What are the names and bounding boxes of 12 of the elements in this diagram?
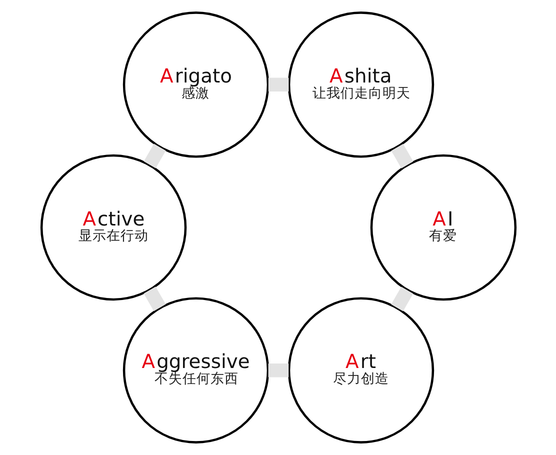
connector: [268, 364, 288, 378]
connector: [268, 78, 288, 92]
connector: [143, 286, 166, 312]
node-circle: AI 有爱: [370, 154, 516, 301]
connector: [390, 286, 413, 312]
connector: [390, 144, 413, 168]
node-circle: Arigato 感激: [122, 12, 269, 158]
node-circle: Ashita 让我们走向明天: [287, 12, 434, 158]
node-circle: Art 尽力创造: [287, 297, 434, 444]
connector: [143, 144, 166, 168]
node-circle: Active 显示在行动: [40, 154, 186, 301]
node-circle: Aggressive 不失任何东西: [122, 297, 269, 444]
